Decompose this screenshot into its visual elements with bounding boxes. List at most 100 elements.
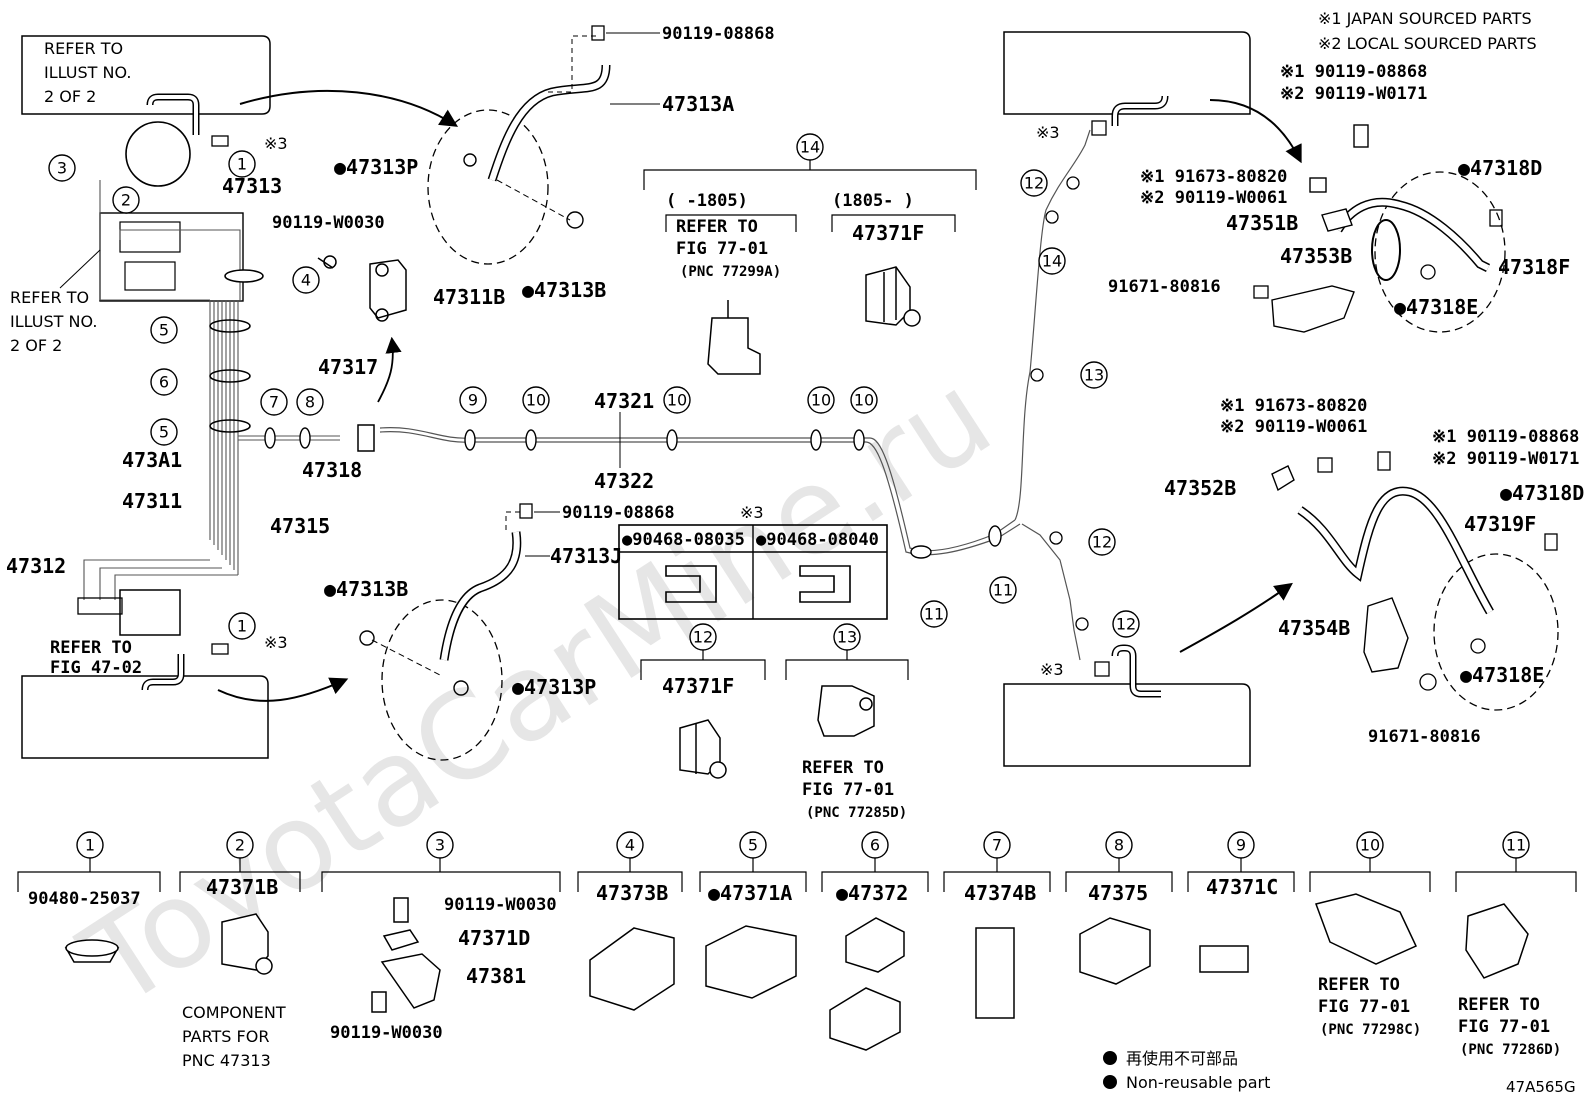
clamp-14-a [707,300,761,375]
callout-2-diagram: 2 [121,191,131,210]
clamp-6a [845,917,905,973]
dashed-callout-47313a [427,109,549,265]
label-r1-90119-08868-b: ※1 90119-08868 [1432,427,1579,447]
callout-10-b: 10 [667,391,687,410]
bottom-num-9: 9 [1236,836,1246,855]
legend-non-reusable-jp: 再使用不可部品 [1126,1049,1238,1068]
legend-japan-sourced: ※1 JAPAN SOURCED PARTS [1318,9,1532,28]
label-90468-08035: ●90468-08035 [622,530,745,550]
label-47315: 47315 [270,514,330,538]
component-parts-line3: PNC 47313 [182,1051,271,1070]
callout-11-b: 11 [924,605,944,624]
refer-box-bottom-left [21,675,269,759]
clamp-2 [221,913,269,971]
label-47313a: 47313A [662,92,734,116]
clamp-5 [705,925,797,999]
callout-11-a: 11 [993,581,1013,600]
label-91671-80816-top: 91671-80816 [1108,277,1221,297]
bottom-part-3-bolt: 90119-W0030 [444,895,557,915]
clamp-13 [817,685,875,737]
refer-item13-line3: (PNC 77285D) [806,805,907,821]
bottom-part-1: 90480-25037 [28,889,141,909]
non-reusable-dot-jp [1103,1051,1117,1065]
clamp-11 [1465,903,1529,979]
label-r2-90119-w0061-b: ※2 90119-W0061 [1220,417,1367,437]
refer-top-left-line3: 2 OF 2 [44,87,96,106]
callout-7-diagram: 7 [269,393,279,412]
callout-10-d: 10 [854,391,874,410]
bottom-num-1: 1 [85,836,95,855]
clamp-10 [1315,893,1418,965]
bottom-num-11: 11 [1506,836,1526,855]
label-47318: 47318 [302,458,362,482]
label-47312: 47312 [6,554,66,578]
bottom-part-8: 47375 [1088,881,1148,905]
refer-item10-line2: FIG 77-01 [1318,997,1410,1017]
refer-item14-line1: REFER TO [676,217,758,237]
label-47354b: 47354B [1278,616,1350,640]
bottom-part-2: 47371B [206,875,278,899]
label-r1-90119-08868: ※1 90119-08868 [1280,62,1427,82]
label-r1-91673-80820-b: ※1 91673-80820 [1220,396,1367,416]
label-47313j: 47313J [550,544,622,568]
label-47313p-bot: ●47313P [512,675,596,699]
figure-code: 47A565G [1506,1078,1576,1096]
refer-item13-line1: REFER TO [802,758,884,778]
bottom-num-10: 10 [1360,836,1380,855]
label-47322: 47322 [594,469,654,493]
label-47371f-top: 47371F [852,221,924,245]
bottom-num-2: 2 [235,836,245,855]
star3-bottom-right: ※3 [1040,660,1064,679]
bottom-part-3-bolt-b: 90119-W0030 [330,1023,443,1043]
refer-box-top-left [21,35,271,115]
callout-1-bottom: 1 [237,617,247,636]
bottom-num-4: 4 [625,836,635,855]
refer-left-line1: REFER TO [10,288,89,307]
hose-47313a [489,64,609,181]
label-90468-08040: ●90468-08040 [756,530,879,550]
callout-5-b: 5 [159,423,169,442]
label-47371f-mid: 47371F [662,674,734,698]
star3-bottom-left: ※3 [264,633,288,652]
label-47318e-bot: ●47318E [1460,663,1544,687]
label-47318d-top: ●47318D [1458,156,1542,180]
bottom-num-3: 3 [435,836,445,855]
brake-pipe-center [379,427,1021,556]
refer-fig-47-02-line2: FIG 47-02 [50,658,142,678]
bottom-part-4: 47373B [596,881,668,905]
label-90119-08868-mid: 90119-08868 [562,503,675,523]
dashed-callout-47313j [381,599,503,761]
refer-item14-line2: FIG 77-01 [676,239,768,259]
clamp-14-b [865,266,921,327]
bottom-num-7: 7 [992,836,1002,855]
legend-non-reusable-en: Non-reusable part [1126,1073,1270,1092]
label-47317: 47317 [318,355,378,379]
bottom-num-5: 5 [748,836,758,855]
bottom-part-3-47381: 47381 [466,964,526,988]
callout-13-group: 13 [837,628,857,647]
component-parts-line2: PARTS FOR [182,1027,269,1046]
label-47351b: 47351B [1226,211,1298,235]
bracket-47351b [1321,208,1353,232]
bracket-47353b [1271,285,1355,333]
brake-pipe-bundle [83,180,340,600]
label-47318d-bot: ●47318D [1500,481,1584,505]
bottom-part-9: 47371C [1206,875,1278,899]
callout-5-a: 5 [159,321,169,340]
arrow-to-47313A [239,89,459,127]
bottom-part-6: ●47372 [836,881,908,905]
clamp-6b [829,987,901,1051]
callout-9-diagram: 9 [468,391,478,410]
callout-3-diagram: 3 [57,159,67,178]
bottom-part-7: 47374B [964,881,1036,905]
hose-47313j [441,531,520,661]
hose-47319f [1298,488,1493,614]
label-r2-90119-w0061: ※2 90119-W0061 [1140,188,1287,208]
component-parts-line1: COMPONENT [182,1003,286,1022]
callout-12-a: 12 [1024,174,1044,193]
refer-item13-line2: FIG 77-01 [802,780,894,800]
callout-1-top: 1 [237,155,247,174]
bottom-part-3-47371d: 47371D [458,926,530,950]
reservoir [125,121,191,187]
